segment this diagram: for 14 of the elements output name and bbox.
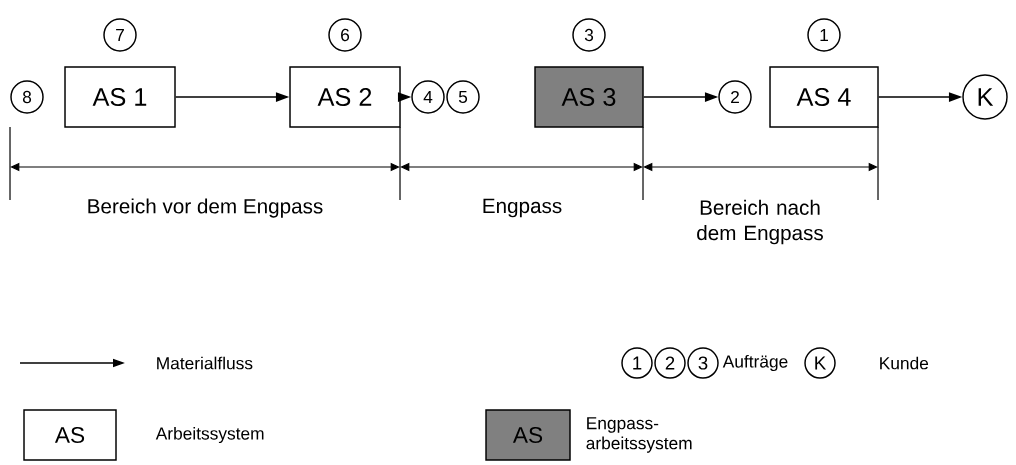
legend-text: Aufträge [722,354,788,372]
work-system-box: AS 2 [289,66,401,128]
bottleneck-box: AS [485,409,571,461]
range-label: Engpass [483,198,562,218]
legend-text: Kunde [880,356,929,370]
work-system-box: AS 1 [64,66,176,128]
legend-text: Arbeitssystem [155,426,264,444]
legend-text: Engpass-arbeitssystem [586,417,692,453]
legend-text: Materialfluss [157,356,253,370]
work-system-box: AS [23,409,117,461]
work-system-box: AS 4 [769,66,879,128]
range-label: Bereich nach dem Engpass [697,199,823,245]
bottleneck-box: AS 3 [534,66,644,128]
range-label: Bereich vor dem Engpass [88,198,323,218]
